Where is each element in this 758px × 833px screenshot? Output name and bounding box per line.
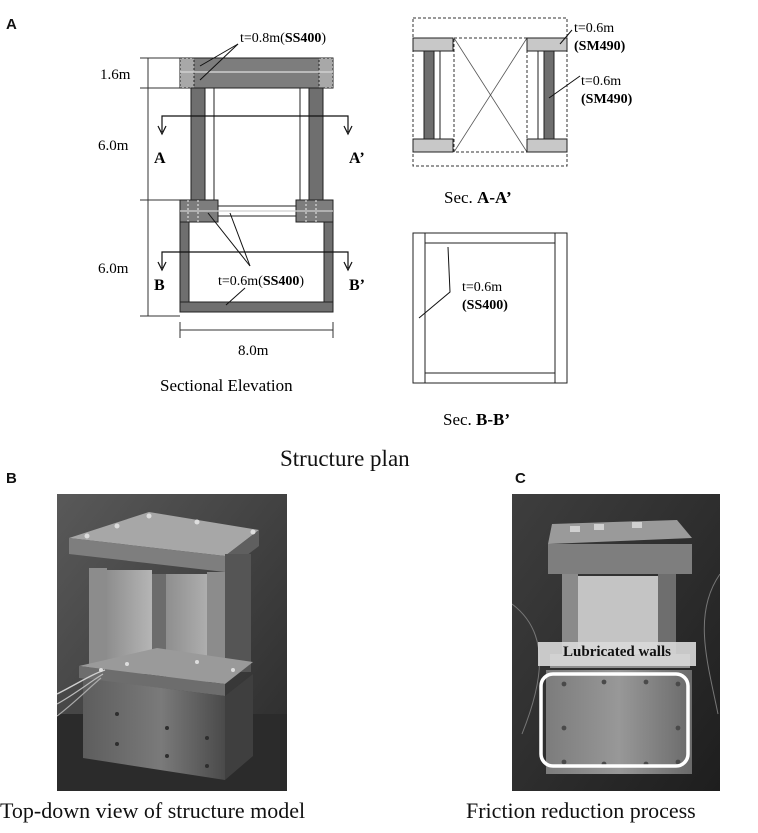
sec-bb-left-wall	[412, 232, 426, 384]
sec-bb-note-t: t=0.6m	[462, 280, 502, 295]
sec-aa-inner	[453, 37, 528, 153]
sec-aa-outline	[412, 17, 568, 167]
sec-bb-top-wall	[424, 232, 556, 244]
section-mark-b-prime: B’	[349, 277, 365, 294]
friction-reduction-illustration	[512, 494, 720, 791]
sec-bb-right-wall	[554, 232, 568, 384]
sec-aa-note2-mat: (SM490)	[581, 92, 633, 107]
sec-aa-right-web-inner	[537, 50, 545, 140]
section-bb-drawing: t=0.6m (SS400) Sec. B-B’	[412, 232, 568, 429]
section-cut-bb	[157, 251, 353, 272]
dim-low-label: 6.0m	[98, 261, 129, 277]
sec-bb-title: Sec. B-B’	[443, 410, 510, 429]
sec-bb-note-mat: (SS400)	[462, 298, 508, 313]
dim-top-label: 1.6m	[100, 67, 131, 83]
sec-aa-title: Sec. A-A’	[444, 188, 512, 207]
section-cut-aa	[157, 115, 353, 136]
sectional-elevation-drawing: 1.6m 6.0m 6.0m 8.0m A A’ B B’	[98, 31, 365, 395]
panel-c-letter: C	[515, 470, 526, 487]
top-plate-end-left	[179, 57, 195, 89]
section-aa-drawing: t=0.6m (SM490) t=0.6m (SM490) Sec. A-A’	[412, 17, 633, 207]
dimension-lines	[140, 57, 334, 338]
sec-aa-note1-t: t=0.6m	[574, 21, 614, 36]
panel-b-letter: B	[6, 470, 17, 487]
lubricated-walls-outline	[539, 672, 690, 768]
sectional-elevation-title: Sectional Elevation	[160, 376, 293, 395]
lower-plate-note: t=0.6m(SS400)	[218, 274, 304, 289]
sec-aa-left-web-inner	[433, 50, 441, 140]
top-plate-note: t=0.8m(SS400)	[240, 31, 326, 46]
section-mark-a: A	[154, 150, 166, 167]
dim-mid-label: 6.0m	[98, 138, 129, 154]
section-mark-a-prime: A’	[349, 150, 365, 167]
friction-reduction-photo: Lubricated walls	[512, 494, 720, 791]
dim-width-label: 8.0m	[238, 343, 269, 359]
lubricated-walls-label: Lubricated walls	[563, 644, 671, 660]
structure-model-caption: Top-down view of structure model	[0, 798, 306, 823]
friction-reduction-caption: Friction reduction process	[466, 798, 696, 823]
section-mark-b: B	[154, 277, 165, 294]
top-plate-end-right	[318, 57, 334, 89]
sec-aa-note2-t: t=0.6m	[581, 74, 621, 89]
structure-model-illustration	[57, 494, 287, 791]
bottom-plate	[179, 301, 334, 313]
structure-model-photo	[57, 494, 287, 791]
panel-a-letter: A	[6, 16, 17, 33]
sec-bb-bottom-wall	[424, 372, 556, 384]
sec-aa-note1-mat: (SM490)	[574, 39, 626, 54]
structure-plan-caption: Structure plan	[280, 446, 410, 471]
